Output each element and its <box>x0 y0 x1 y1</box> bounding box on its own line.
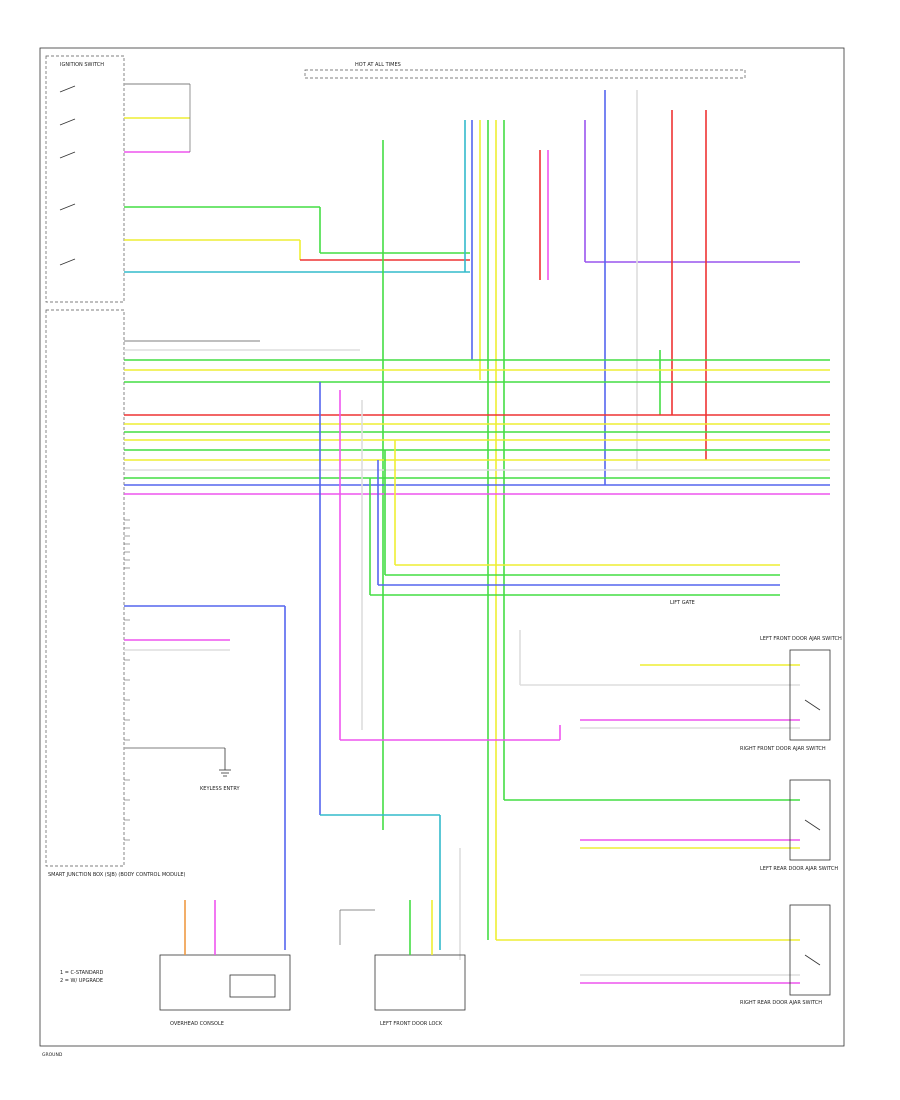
right-rear-door-ajar-box <box>789 904 831 996</box>
label-left-rear-door-ajar: LEFT REAR DOOR AJAR SWITCH <box>760 866 838 872</box>
module-horizontal-wires <box>124 340 830 495</box>
label-ignition-switch: IGNITION SWITCH <box>60 62 104 68</box>
main-module-box <box>45 55 125 303</box>
label-left-front-door-ajar: LEFT FRONT DOOR AJAR SWITCH <box>760 636 842 642</box>
label-right-front-door-ajar: RIGHT FRONT DOOR AJAR SWITCH <box>740 746 826 752</box>
label-footer: GROUND <box>42 1052 63 1058</box>
lower-module-wires <box>124 382 561 950</box>
label-hot-at-all-times: HOT AT ALL TIMES <box>355 62 401 68</box>
left-rear-door-ajar-box <box>789 779 831 861</box>
label-left-front-door-lock: LEFT FRONT DOOR LOCK <box>380 1021 443 1027</box>
ignition-wires <box>124 83 470 273</box>
door-switch-wires <box>459 630 800 984</box>
label-right-rear-door-ajar: RIGHT REAR DOOR AJAR SWITCH <box>740 1000 822 1006</box>
legend-2: 2 = W/ UPGRADE <box>60 978 103 984</box>
label-overhead-console: OVERHEAD CONSOLE <box>170 1021 224 1027</box>
lift-gate-wires <box>369 440 780 596</box>
main-module-box-lower <box>45 309 125 867</box>
top-vertical-wires <box>382 90 800 940</box>
module-pin-ticks <box>124 519 130 841</box>
door-switch-contacts <box>804 699 821 966</box>
label-main-module: SMART JUNCTION BOX (SJB) (BODY CONTROL M… <box>48 872 186 878</box>
diagram-frame <box>39 47 845 1047</box>
bottom-vertical-wires <box>184 900 433 955</box>
top-connector-c1 <box>304 69 746 79</box>
overhead-console-box <box>159 954 291 1011</box>
left-front-door-lock-box <box>374 954 466 1011</box>
ground-icon <box>219 748 231 777</box>
right-front-door-ajar-box <box>789 649 831 741</box>
label-keyless-entry: KEYLESS ENTRY <box>200 786 240 792</box>
overhead-console-inner <box>229 974 276 998</box>
legend-1: 1 = C-STANDARD <box>60 970 104 976</box>
ignition-switch-contacts <box>59 85 76 266</box>
label-lift-gate: LIFT GATE <box>670 600 695 606</box>
